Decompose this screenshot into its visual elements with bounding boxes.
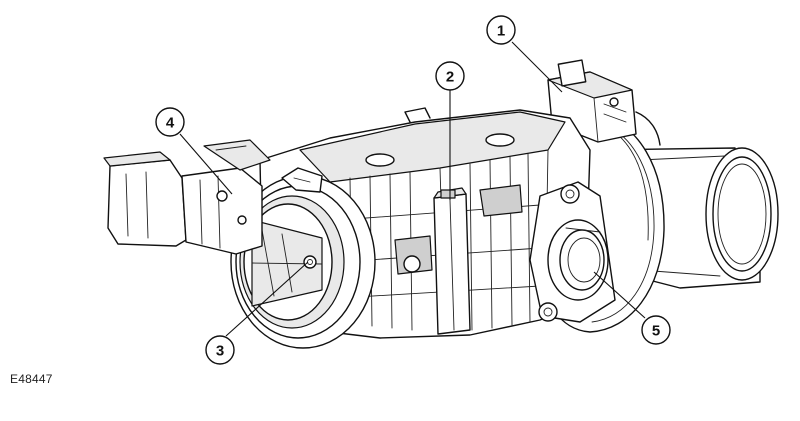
callout-2-label: 2 [446,69,454,86]
callout-4: 4 [155,107,185,137]
callout-2: 2 [435,61,465,91]
figure-reference-id: E48447 [10,372,53,386]
callout-5: 5 [641,315,671,345]
leader-line-3 [225,261,309,337]
inlet-bore [230,167,376,349]
coolant-port [529,181,616,323]
callout-4-label: 4 [166,115,175,132]
leader-lines [179,41,646,337]
callout-1: 1 [486,15,516,45]
callout-5-label: 5 [652,323,660,340]
callout-1-label: 1 [497,23,505,40]
callout-3-label: 3 [216,343,224,360]
electrical-connector [103,139,271,255]
leader-line-1 [511,41,563,93]
leader-line-4 [179,133,233,195]
leader-line-5 [593,271,646,319]
center-plate [433,187,471,335]
callout-3: 3 [205,335,235,365]
